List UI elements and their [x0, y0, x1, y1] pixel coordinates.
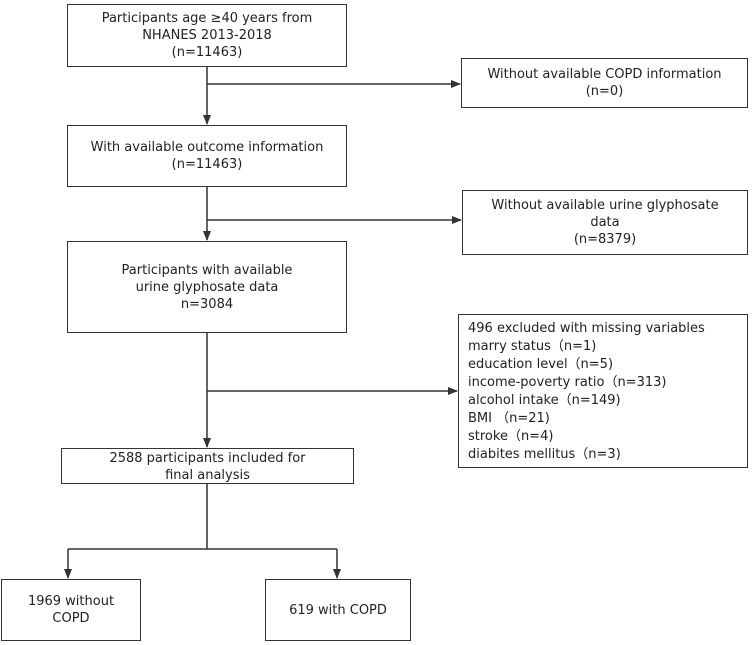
box-line: 2588 participants included for	[109, 451, 306, 466]
box-line: income-poverty ratio（n=313)	[468, 375, 667, 390]
box-exclusion-copd-info: Without available COPD information (n=0)	[461, 58, 748, 108]
box-line: (n=0)	[585, 84, 624, 99]
box-line: diabites mellitus（n=3)	[468, 447, 621, 462]
box-line: (n=11463)	[171, 45, 243, 60]
box-line: urine glyphosate data	[135, 279, 279, 295]
box-line: COPD	[52, 611, 90, 626]
box-line: marry status（n=1)	[468, 339, 597, 354]
box-line: stroke（n=4)	[468, 429, 554, 444]
box-line: With available outcome information	[90, 140, 324, 155]
box-line: 496 excluded with missing variables	[468, 321, 705, 336]
box-without-copd: 1969 without COPD	[1, 579, 141, 641]
box-urine-glyphosate: Participants with available urine glypho…	[67, 241, 347, 333]
box-exclusion-urine-data: Without available urine glyphosate data …	[462, 190, 748, 255]
box-with-copd: 619 with COPD	[265, 579, 411, 641]
box-line: alcohol intake（n=149)	[468, 393, 621, 408]
box-line: education level（n=5)	[468, 357, 614, 372]
box-line: BMI （n=21)	[468, 411, 550, 426]
box-line: final analysis	[165, 468, 250, 483]
box-initial-participants: Participants age ≥40 years from NHANES 2…	[67, 4, 347, 67]
box-line: 1969 without	[27, 594, 115, 609]
box-line: Without available COPD information	[487, 67, 722, 82]
box-line: (n=8379)	[573, 232, 637, 247]
box-line: NHANES 2013-2018	[142, 28, 272, 43]
box-exclusion-missing-variables: 496 excluded with missing variables marr…	[458, 314, 748, 468]
box-line: (n=11463)	[171, 157, 243, 172]
box-line: Without available urine glyphosate	[491, 198, 719, 213]
box-final-analysis: 2588 participants included for final ana…	[61, 448, 354, 484]
box-line: n=3084	[180, 296, 234, 312]
box-line: Participants with available	[121, 262, 293, 278]
box-line: Participants age ≥40 years from	[101, 11, 313, 26]
box-line: 619 with COPD	[289, 602, 387, 618]
box-outcome-information: With available outcome information (n=11…	[67, 125, 347, 187]
box-line: data	[590, 215, 620, 230]
